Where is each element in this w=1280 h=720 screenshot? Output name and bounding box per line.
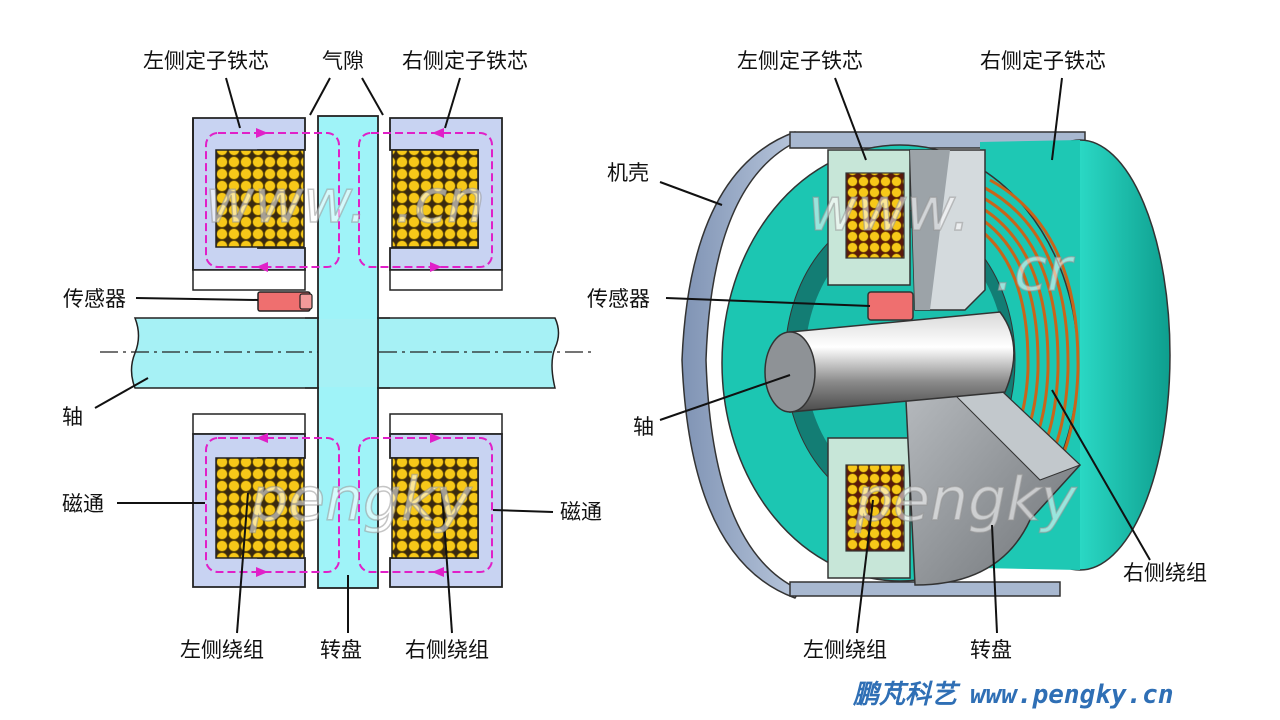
stator-lower-right <box>389 413 503 588</box>
stator-upper-left <box>192 117 306 291</box>
label-sensor: 传感器 <box>587 287 650 311</box>
label-rotor-disc: 转盘 <box>320 638 362 662</box>
label-rotor-disc: 转盘 <box>970 638 1012 662</box>
label-left-stator-core: 左侧定子铁芯 <box>737 49 863 73</box>
label-right-winding: 右侧绕组 <box>1123 561 1207 585</box>
watermark-text: www. <box>205 167 367 237</box>
stator-lower-left <box>192 413 306 588</box>
flux-arrows <box>256 128 444 577</box>
label-housing: 机壳 <box>607 161 649 185</box>
winding-lower-right <box>391 457 479 559</box>
label-flux-left: 磁通 <box>62 492 104 516</box>
watermark-text: pengky <box>854 465 1078 535</box>
label-right-winding: 右侧绕组 <box>405 638 489 662</box>
rotor-disc-left <box>305 115 390 589</box>
watermark-text: www. <box>808 175 970 245</box>
sensor-right <box>867 291 914 321</box>
label-left-winding: 左侧绕组 <box>803 638 887 662</box>
label-shaft: 轴 <box>633 415 654 439</box>
label-right-stator-core: 右侧定子铁芯 <box>402 49 528 73</box>
label-left-stator-core: 左侧定子铁芯 <box>143 49 269 73</box>
label-left-winding: 左侧绕组 <box>180 638 264 662</box>
label-sensor: 传感器 <box>63 287 126 311</box>
right-cutaway: www. .cr pengky 左侧定子铁芯 右侧定子铁芯 机壳 传感器 轴 右… <box>587 49 1207 662</box>
left-cross-section: www. .cn pengky 左侧定子铁芯 气隙 右侧定子铁芯 传感器 轴 磁… <box>62 49 602 662</box>
watermark-text: pengky <box>249 465 473 535</box>
winding-upper-right <box>391 149 479 248</box>
winding-upper-left <box>215 149 305 248</box>
leader-lines-right <box>659 77 1151 634</box>
watermark-text: .cn <box>395 167 485 237</box>
footer-brand: 鹏芃科艺 <box>852 680 961 710</box>
footer-url: www.pengky.cn <box>970 680 1174 710</box>
stator-upper-right <box>389 117 503 291</box>
winding-lower-left <box>215 457 305 559</box>
label-right-stator-core: 右侧定子铁芯 <box>980 49 1106 73</box>
leader-lines-left <box>94 77 554 634</box>
watermark-text: .cr <box>995 235 1075 305</box>
label-air-gap: 气隙 <box>322 49 364 73</box>
flux-loops <box>205 132 493 573</box>
label-flux-right: 磁通 <box>560 500 602 524</box>
shaft-right <box>764 311 1015 413</box>
label-shaft: 轴 <box>62 405 83 429</box>
